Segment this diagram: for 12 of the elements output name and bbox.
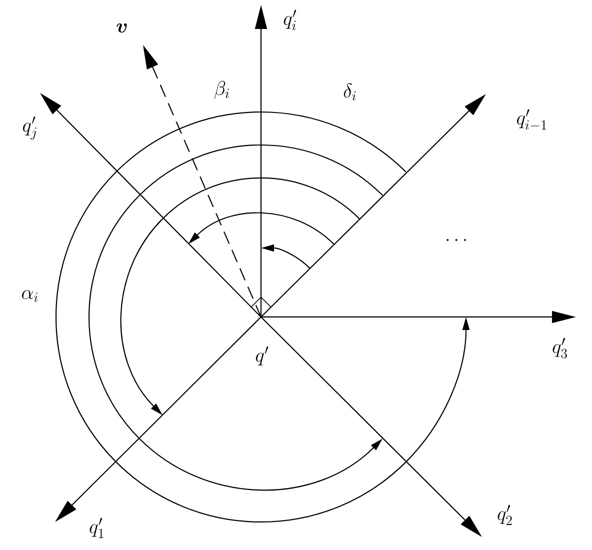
vector-label: $q'_{3}$ [552,338,567,358]
vector-label: $q'$ [256,346,268,366]
angle-label: $\dots$ [446,239,466,241]
angle-label: $\beta_{i}$ [214,80,229,99]
vector-label: $q'_{i}$ [284,10,296,30]
vector-label: $q'_{i-1}$ [517,109,546,130]
vector-label: $q'_{j}$ [23,116,36,140]
vector-label: $q'_{1}$ [90,518,104,538]
angle-label: $\alpha_{i}$ [22,290,38,302]
vector-label: $\boldsymbol{v}$ [116,23,127,33]
angle-label: $\delta_{i}$ [344,83,356,101]
vector-label: $q'_{2}$ [498,504,512,525]
